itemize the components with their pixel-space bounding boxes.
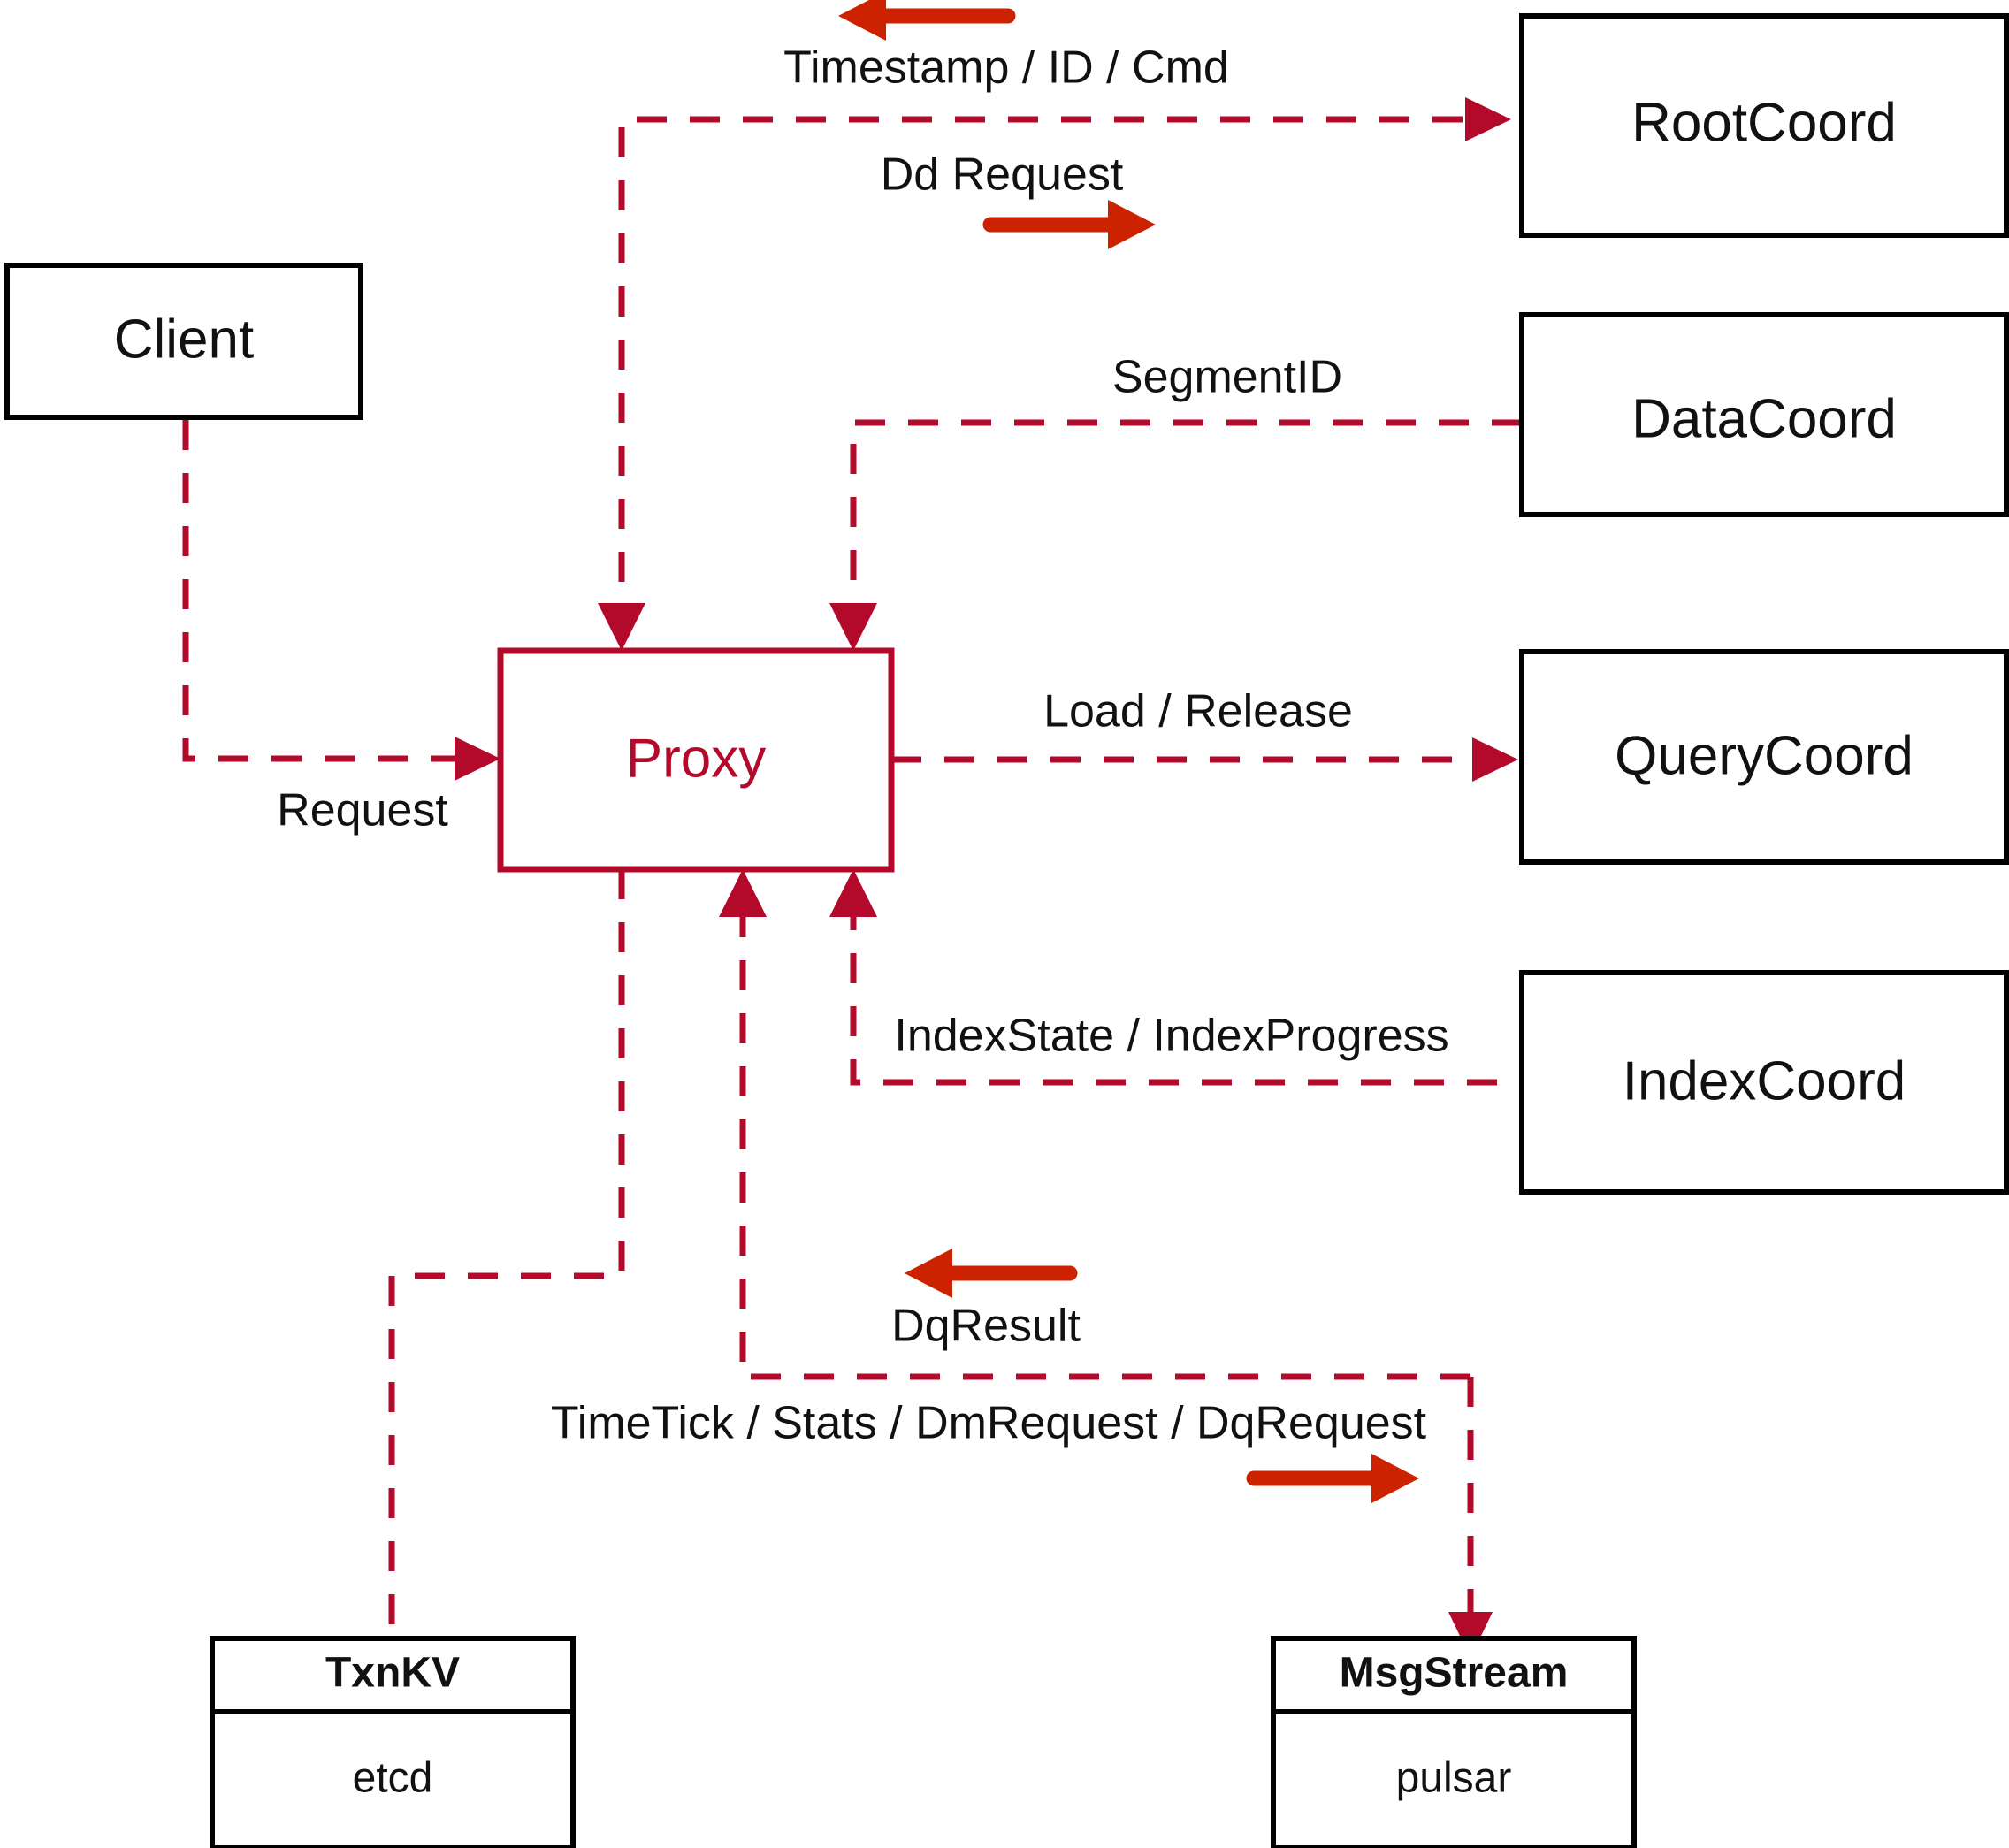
bold-arrow-right-dd-request	[982, 200, 1156, 249]
edge-label-timestamp-id-cmd: Timestamp / ID / Cmd	[783, 42, 1229, 94]
edge-label-segment-id: SegmentID	[1112, 352, 1342, 403]
node-msgstream-sublabel: pulsar	[1396, 1755, 1512, 1802]
edge-rootcoord-proxy-head	[598, 603, 645, 651]
edge-label-index-state-progress: IndexState / IndexProgress	[894, 1011, 1448, 1062]
node-rootcoord-label: RootCoord	[1631, 92, 1897, 153]
node-datacoord-label: DataCoord	[1631, 388, 1897, 449]
edge-label-dq-result: DqResult	[891, 1301, 1081, 1352]
edge-label-timetick-stats: TimeTick / Stats / DmRequest / DqRequest	[551, 1398, 1427, 1449]
edge-proxy-txnkv	[388, 869, 625, 1662]
edge-label-dd-request: Dd Request	[881, 149, 1124, 201]
edge-proxy-msgstream	[1448, 1377, 1493, 1658]
bold-arrow-left-timestamp	[838, 0, 1016, 41]
edge-datacoord-proxy	[829, 419, 1522, 651]
node-proxy[interactable]: Proxy	[497, 647, 895, 873]
node-client[interactable]: Client	[4, 263, 363, 420]
node-querycoord[interactable]: QueryCoord	[1519, 649, 2009, 865]
node-msgstream-label: MsgStream	[1340, 1650, 1569, 1697]
node-txnkv[interactable]: TxnKV etcd	[210, 1636, 576, 1848]
node-datacoord[interactable]: DataCoord	[1519, 312, 2009, 517]
edge-proxy-querycoord	[891, 737, 1518, 782]
edge-msgstream-proxy-dqresult	[719, 869, 1470, 1380]
edge-client-proxy	[182, 367, 500, 781]
node-txnkv-sublabel: etcd	[353, 1755, 433, 1802]
node-querycoord-label: QueryCoord	[1615, 725, 1914, 786]
edge-proxy-rootcoord	[618, 97, 1511, 635]
node-indexcoord-label: IndexCoord	[1623, 1050, 1906, 1111]
node-proxy-label: Proxy	[626, 728, 766, 789]
node-msgstream[interactable]: MsgStream pulsar	[1271, 1636, 1637, 1848]
edge-label-request: Request	[277, 785, 448, 836]
edge-indexcoord-proxy	[829, 869, 1497, 1086]
node-txnkv-label: TxnKV	[325, 1650, 460, 1697]
bold-arrow-right-timetick	[1246, 1454, 1419, 1503]
node-indexcoord[interactable]: IndexCoord	[1519, 970, 2009, 1195]
node-rootcoord[interactable]: RootCoord	[1519, 13, 2009, 238]
bold-arrow-left-dqresult	[905, 1249, 1078, 1298]
node-client-label: Client	[114, 309, 255, 370]
edge-label-load-release: Load / Release	[1043, 686, 1353, 737]
